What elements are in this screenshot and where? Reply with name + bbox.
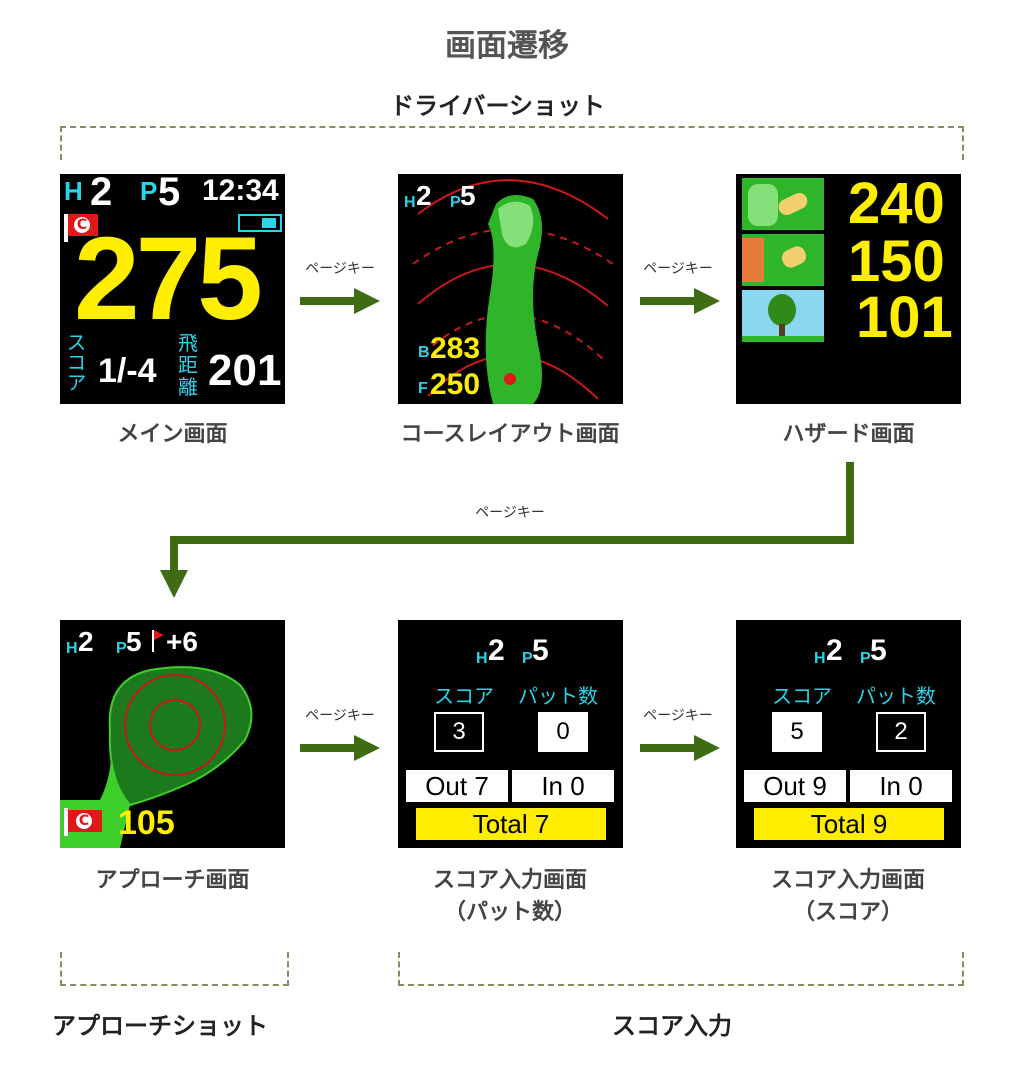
- transition-label: ページキー: [305, 261, 375, 277]
- par-label: P: [522, 650, 533, 667]
- right-arrow: [300, 735, 380, 761]
- flag-icon: C: [64, 214, 98, 242]
- flag-icon: C: [64, 808, 106, 836]
- hole-number: 2: [90, 174, 113, 214]
- hole-number: 2: [488, 634, 505, 667]
- par-number: 5: [870, 634, 887, 667]
- hole-label: H: [404, 194, 416, 211]
- course-layout-screen: H 2 P 5 B 283 F 250: [398, 174, 623, 404]
- hole-number: 2: [78, 626, 94, 657]
- right-arrow: [300, 288, 380, 314]
- section-label-approach-shot: アプローチショット: [52, 1012, 268, 1040]
- par-label: P: [140, 176, 158, 206]
- caption-layout: コースレイアウト画面: [400, 422, 620, 447]
- flag-letter: C: [74, 217, 90, 233]
- score-input-putt-screen: H 2 P 5 スコア パット数 3 0 Out 7 In 0 Total 7: [398, 620, 623, 848]
- caption-score-score-sub: （スコア）: [792, 900, 903, 925]
- caption-hazard: ハザード画面: [782, 422, 915, 447]
- hole-number: 2: [416, 180, 432, 211]
- hole-label: H: [66, 640, 78, 657]
- hazard-distance: 240: [848, 174, 945, 236]
- section-label-score-input: スコア入力: [612, 1012, 732, 1040]
- flight-label: 飛距離: [178, 331, 198, 399]
- main-screen: H 2 P 5 12:34 C 275 スコア 1/-4 飛距離 201: [60, 174, 285, 404]
- clock-time: 12:34: [202, 174, 279, 207]
- tree-icon: [742, 290, 824, 342]
- front-label: F: [418, 380, 428, 397]
- caption-score-score: スコア入力画面: [770, 868, 925, 893]
- hazard-distance: 101: [856, 285, 953, 350]
- hole-label: H: [64, 176, 83, 206]
- front-distance: 250: [430, 368, 481, 401]
- right-arrow: [640, 288, 720, 314]
- grand-total: Total 7: [416, 808, 606, 840]
- score-input-score-screen: H 2 P 5 スコア パット数 5 2 Out 9 In 0 Total 9: [736, 620, 961, 848]
- pin-offset: +6: [166, 626, 198, 657]
- flag-letter: C: [76, 813, 92, 829]
- par-number: 5: [158, 174, 181, 214]
- back-distance: 283: [430, 332, 481, 365]
- out-total: Out 7: [406, 770, 508, 802]
- in-total: In 0: [512, 770, 614, 802]
- bunker-icon: [742, 234, 824, 286]
- driver-shot-bracket: [60, 126, 964, 160]
- par-label: P: [116, 640, 127, 657]
- putt-label: パット数: [518, 684, 598, 708]
- approach-shot-bracket: [60, 952, 289, 986]
- score-value: 1/-4: [98, 352, 157, 390]
- caption-score-putt: スコア入力画面: [432, 868, 587, 893]
- hole-label: H: [476, 650, 488, 667]
- score-input[interactable]: 5: [772, 712, 822, 752]
- caption-approach: アプローチ画面: [95, 868, 250, 893]
- hole-label: H: [814, 650, 826, 667]
- par-label: P: [450, 194, 461, 211]
- down-left-arrow: [160, 462, 854, 598]
- hazard-screen: 240 150 101: [736, 174, 961, 404]
- transition-label: ページキー: [475, 505, 545, 521]
- caption-main: メイン画面: [117, 422, 228, 447]
- bunker-icon: [742, 178, 824, 230]
- transition-label: ページキー: [305, 708, 375, 724]
- putt-input[interactable]: 0: [538, 712, 588, 752]
- grand-total: Total 9: [754, 808, 944, 840]
- course-map: [412, 179, 614, 404]
- score-input-bracket: [398, 952, 964, 986]
- green-map: [60, 666, 253, 848]
- transition-label: ページキー: [643, 261, 713, 277]
- hazard-distance: 150: [848, 229, 945, 294]
- par-number: 5: [126, 626, 142, 657]
- section-label-driver-shot: ドライバーショット: [390, 92, 606, 120]
- par-number: 5: [460, 180, 476, 211]
- page-title: 画面遷移: [445, 28, 569, 64]
- par-number: 5: [532, 634, 549, 667]
- putt-input[interactable]: 2: [876, 712, 926, 752]
- transition-label: ページキー: [643, 708, 713, 724]
- right-arrow: [640, 735, 720, 761]
- score-label: スコア: [434, 684, 494, 708]
- score-input[interactable]: 3: [434, 712, 484, 752]
- flight-distance: 201: [208, 346, 282, 395]
- score-label: スコア: [63, 332, 87, 392]
- approach-distance: 105: [118, 804, 175, 842]
- distance-to-green: 275: [74, 213, 263, 345]
- back-label: B: [418, 344, 430, 361]
- caption-score-putt-sub: （パット数）: [443, 900, 576, 925]
- putt-label: パット数: [856, 684, 936, 708]
- out-total: Out 9: [744, 770, 846, 802]
- approach-screen: H 2 P 5 +6 C 105: [60, 620, 285, 848]
- pin-flag-icon: [152, 630, 166, 652]
- par-label: P: [860, 650, 871, 667]
- battery-icon: [238, 214, 282, 232]
- score-label: スコア: [772, 684, 832, 708]
- in-total: In 0: [850, 770, 952, 802]
- hole-number: 2: [826, 634, 843, 667]
